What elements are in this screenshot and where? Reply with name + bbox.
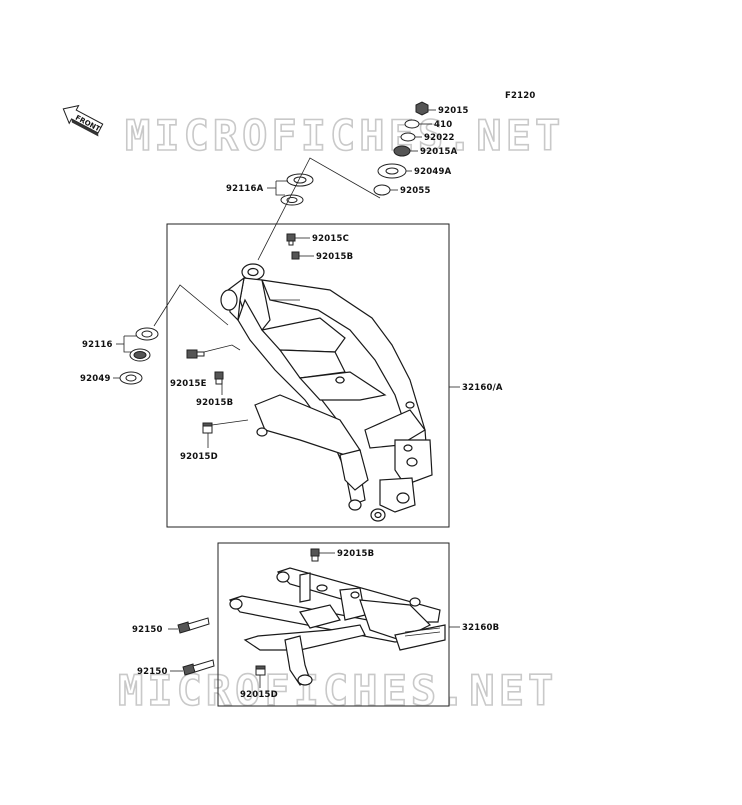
washer-92022-icon (400, 132, 416, 142)
subframe-box (217, 542, 450, 707)
nut-92015a-icon (393, 145, 411, 157)
lower-bearing-parts (119, 327, 159, 385)
label-92015b-sub: 92015B (337, 549, 374, 559)
label-92015e: 92015E (170, 379, 207, 389)
watermark-top: MICROFICHES.NET (125, 111, 564, 160)
front-arrow-icon: FRONT (62, 104, 104, 137)
label-92049: 92049 (80, 374, 111, 384)
label-92015a: 92015A (420, 147, 458, 157)
subframe-bolts (177, 548, 320, 676)
bolt-92015c-icon (286, 233, 296, 242)
label-92150-a: 92150 (132, 625, 163, 635)
label-92015b-mid: 92015B (196, 398, 233, 408)
label-92015d-mid: 92015D (180, 452, 218, 462)
label-92116a: 92116A (226, 184, 264, 194)
label-410: 410 (434, 120, 452, 130)
main-frame-bolts (186, 233, 300, 434)
nut-92015-icon (415, 101, 429, 116)
washer-410-icon (404, 119, 420, 129)
bolt-92015b-sub-icon (310, 548, 320, 557)
label-32160a: 32160/A (462, 383, 503, 393)
label-92015c: 92015C (312, 234, 349, 244)
label-92015d-sub: 92015D (240, 690, 278, 700)
label-32160b: 32160B (462, 623, 499, 633)
main-frame-drawing (220, 263, 433, 522)
bolt-92015e-icon (186, 349, 198, 359)
label-92116: 92116 (82, 340, 113, 350)
label-92015b-top: 92015B (316, 252, 353, 262)
oring-92055-icon (373, 184, 391, 196)
label-92049a: 92049A (414, 167, 452, 177)
main-frame-box (166, 223, 450, 528)
bolt-92015b-mid-icon (214, 371, 224, 380)
label-92015: 92015 (438, 106, 469, 116)
subframe-drawing (228, 567, 446, 686)
label-92055: 92055 (400, 186, 431, 196)
watermark-bottom: MICROFICHES.NET (118, 666, 557, 715)
diagram-code: F2120 (505, 91, 535, 101)
bolt-92015b-icon (291, 251, 300, 260)
label-92150-b: 92150 (137, 667, 168, 677)
label-92022: 92022 (424, 133, 455, 143)
